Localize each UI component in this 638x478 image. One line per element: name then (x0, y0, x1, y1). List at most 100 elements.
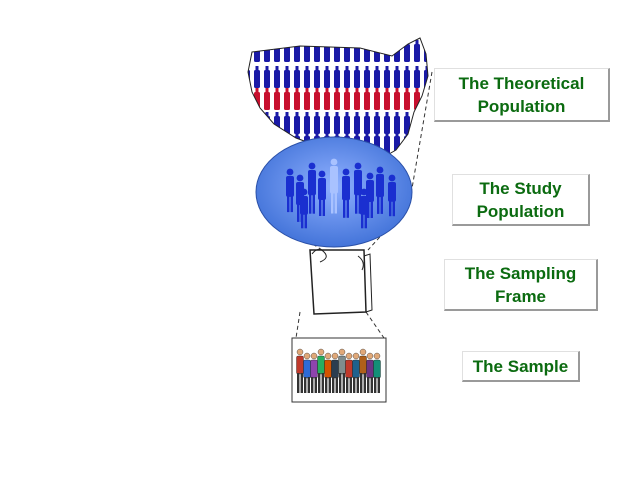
flag-stripe (374, 70, 380, 88)
flag-stripe (264, 136, 270, 154)
crowd-person-leg (364, 213, 367, 229)
flag-stripe (254, 136, 260, 154)
flag-stripe-neck (325, 40, 329, 45)
flag-stripe-neck (415, 112, 419, 117)
sample-person-head (296, 348, 304, 356)
flag-stripe-neck (275, 132, 279, 137)
people-group-icon (291, 337, 387, 403)
flag-stripe-neck (375, 40, 379, 45)
flag-stripe (324, 70, 330, 88)
flag-stripe-neck (425, 132, 428, 137)
flag-stripe (264, 70, 270, 88)
flag-stripe-neck (315, 88, 319, 93)
crowd-person-body (342, 176, 350, 201)
sample-person-leg (328, 377, 331, 393)
flag-stripe (374, 116, 380, 134)
sample-person-leg (342, 373, 345, 393)
flag-stripe-neck (315, 66, 319, 71)
crowd-person-body (354, 170, 362, 196)
sample-person-head (303, 352, 311, 360)
theoretical-population-line-2: Population (477, 96, 566, 116)
flag-stripe (284, 116, 290, 134)
flag-stripe-neck (248, 88, 249, 93)
sample-person-head (366, 352, 374, 360)
sample-person-leg (300, 373, 303, 393)
sample-person-body (317, 355, 325, 375)
crowd-person-head (366, 172, 374, 180)
crowd-person-leg (358, 193, 361, 214)
flag-stripe-neck (285, 112, 289, 117)
flag-stripe (364, 92, 370, 110)
flag-stripe (314, 92, 320, 110)
sample-person-body (352, 359, 360, 379)
sample-person-leg (304, 377, 307, 393)
crowd-person-leg (319, 198, 322, 216)
flag-stripe-neck (275, 66, 279, 71)
crowd-person-leg (377, 195, 380, 214)
flag-stripe (248, 92, 250, 110)
crowd-person-head (376, 166, 384, 174)
sample-person-head (324, 352, 332, 360)
flag-stripe (354, 116, 360, 134)
flag-stripe-neck (355, 66, 359, 71)
flag-stripe (344, 92, 350, 110)
crowd-person-body (376, 174, 384, 198)
theoretical-population-label: The Theoretical Population (434, 68, 610, 122)
flag-stripe-neck (385, 66, 389, 71)
sample-person-leg (339, 373, 342, 393)
flag-stripe (304, 70, 310, 88)
flag-stripe (334, 92, 340, 110)
flag-stripe (334, 116, 340, 134)
crowd-person-leg (346, 198, 349, 218)
flag-stripe-neck (365, 88, 369, 93)
flag-stripe (374, 92, 380, 110)
flag-stripe-neck (415, 66, 419, 71)
crowd-person-leg (380, 195, 383, 214)
sample-person-leg (297, 373, 300, 393)
sample-person-leg (325, 377, 328, 393)
flag-stripe (394, 44, 400, 62)
sample-person-leg (349, 377, 352, 393)
flag-stripe (334, 70, 340, 88)
flag-stripe (314, 44, 320, 62)
flag-stripe-neck (305, 88, 309, 93)
flag-stripe-neck (265, 40, 269, 45)
crowd-person-leg (290, 195, 293, 213)
flag-stripe (264, 44, 270, 62)
flag-stripe-neck (295, 132, 299, 137)
sample-person-head (317, 348, 325, 356)
crowd-person-body (318, 178, 326, 200)
crowd-person-head (342, 168, 350, 176)
sample-person-head (310, 352, 318, 360)
flag-stripe (394, 70, 400, 88)
flag-stripe (324, 92, 330, 110)
crowd-person-leg (309, 193, 312, 214)
flag-stripe (384, 44, 390, 62)
flag-stripe-neck (395, 112, 399, 117)
crowd-person-leg (334, 191, 337, 214)
crowd-person-body (300, 196, 308, 215)
flag-stripe-neck (375, 66, 379, 71)
flag-stripe (424, 44, 428, 62)
flag-stripe-neck (345, 40, 349, 45)
sample-person-head (352, 352, 360, 360)
flag-stripe (364, 116, 370, 134)
crowd-person-leg (389, 200, 392, 217)
flag-stripe-neck (355, 40, 359, 45)
flag-stripe (274, 70, 280, 88)
flag-stripe (294, 116, 300, 134)
flag-stripe-neck (255, 40, 259, 45)
crowd-person-body (360, 196, 368, 215)
sample-person-body (331, 359, 339, 379)
flag-stripe-neck (285, 88, 289, 93)
flag-stripe-neck (325, 88, 329, 93)
flag-stripe-neck (375, 112, 379, 117)
flag-stripe (334, 44, 340, 62)
flag-stripe-neck (365, 112, 369, 117)
flag-stripe-neck (415, 40, 419, 45)
flag-stripe-neck (375, 88, 379, 93)
flag-stripe (394, 136, 400, 154)
sampling-frame-line-2: Frame (494, 286, 547, 306)
sample-person-leg (318, 373, 321, 393)
flag-stripe (294, 70, 300, 88)
